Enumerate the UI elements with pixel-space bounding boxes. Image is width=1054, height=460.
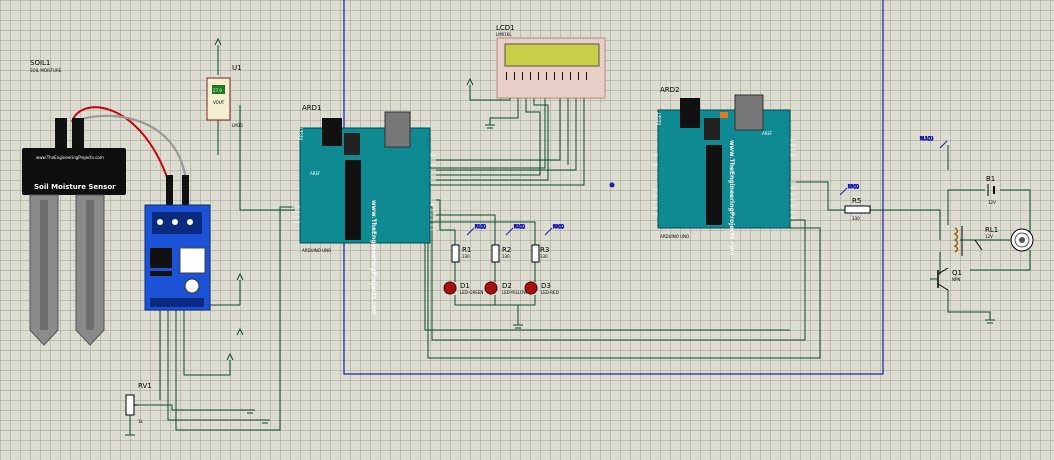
svg-text:12V: 12V [985, 234, 993, 239]
transistor-q1[interactable]: Q1 NPN [930, 267, 962, 291]
svg-text:D1: D1 [460, 282, 470, 290]
rv1-ref: RV1 [138, 382, 152, 390]
svg-text:R1(1): R1(1) [475, 224, 486, 229]
svg-text:Q1: Q1 [952, 269, 962, 277]
svg-text:B1: B1 [986, 175, 995, 183]
soil-url: www.TheEngineeringProjects.com [36, 155, 104, 160]
temperature-sensor-u1[interactable]: U1 27.0 VOUT LM35 [206, 64, 243, 128]
motor[interactable] [1010, 228, 1034, 252]
svg-text:R2: R2 [502, 246, 511, 254]
svg-text:12V: 12V [988, 200, 996, 205]
led-d3[interactable]: D3 LED-RED [524, 281, 559, 295]
svg-text:D3: D3 [541, 282, 551, 290]
soil-moisture-sensor[interactable]: SOIL1 SOIL MOISTURE www.TheEngineeringPr… [22, 59, 126, 346]
svg-text:VOUT: VOUT [213, 100, 225, 105]
ground-symbols [125, 37, 995, 436]
svg-text:www.TheEngineeringProjects.com: www.TheEngineeringProjects.com [728, 140, 735, 255]
svg-text:R5(1): R5(1) [848, 184, 859, 189]
led-d1[interactable]: D1 LED-GREEN [443, 281, 483, 295]
resistor-r1[interactable]: R1 330 [451, 244, 471, 263]
ard1-model: ARDUINO UNO [302, 248, 331, 253]
ard1-ref: ARD1 [302, 104, 322, 112]
u1-screen [212, 85, 225, 94]
lcd-display[interactable]: LCD1 LM016L [496, 24, 606, 99]
battery-b1[interactable]: B1 12V [986, 175, 996, 205]
svg-text:D2: D2 [502, 282, 512, 290]
ard2-ref: ARD2 [660, 86, 680, 94]
lcd-part: LM016L [496, 32, 512, 37]
soil-ref: SOIL1 [30, 59, 50, 67]
moisture-module[interactable] [144, 175, 211, 311]
svg-text:AREF: AREF [310, 171, 321, 176]
svg-text:330: 330 [462, 254, 470, 259]
lcd-ref: LCD1 [496, 24, 515, 32]
led-d2[interactable]: D2 LED-YELLOW [484, 281, 527, 295]
rv1-pct: 1k [138, 419, 144, 424]
svg-text:RL1: RL1 [985, 226, 998, 234]
u1-part: LM35 [232, 123, 243, 128]
svg-text:R1: R1 [462, 246, 471, 254]
relay-rl1[interactable]: RL1 12V [953, 226, 998, 256]
svg-text:R5: R5 [852, 197, 861, 205]
potentiometer-rv1[interactable]: RV1 1k [125, 382, 152, 435]
svg-text:R2(1): R2(1) [514, 224, 525, 229]
svg-text:27.0: 27.0 [213, 88, 222, 93]
svg-text:330: 330 [502, 254, 510, 259]
wires [71, 45, 1031, 431]
svg-text:LED-YELLOW: LED-YELLOW [502, 290, 527, 295]
soil-sub: SOIL MOISTURE [30, 68, 62, 73]
svg-text:LED-GREEN: LED-GREEN [460, 290, 483, 295]
resistor-r5[interactable]: R5 330 [844, 197, 871, 221]
svg-text:330: 330 [540, 254, 548, 259]
svg-text:RL1(1): RL1(1) [920, 136, 934, 141]
resistor-r2[interactable]: R2 330 [491, 244, 511, 263]
svg-text:www.TheEngineeringProjects.com: www.TheEngineeringProjects.com [370, 200, 377, 315]
svg-text:RESET: RESET [657, 112, 662, 125]
svg-text:R3: R3 [540, 246, 549, 254]
voltage-probes: R1(1) R2(1) R3(1) R5(1) RL1(1) [466, 136, 948, 236]
svg-text:AREF: AREF [762, 131, 773, 136]
soil-title: Soil Moisture Sensor [34, 183, 116, 191]
svg-text:LED-RED: LED-RED [541, 290, 559, 295]
svg-text:R3(1): R3(1) [553, 224, 564, 229]
resistor-r3[interactable]: R3 330 [531, 244, 549, 263]
svg-text:330: 330 [852, 216, 860, 221]
svg-text:NPN: NPN [952, 277, 960, 282]
arduino-board-1[interactable]: ARD1 RESET AREF www.TheEngineeringProjec… [292, 104, 436, 315]
ard2-model: ARDUINO UNO [660, 234, 689, 239]
ard2-board [657, 109, 791, 229]
u1-ref: U1 [232, 64, 242, 72]
arduino-board-2[interactable]: ARD2 RESET AREF www.TheEngineeringProjec… [652, 86, 796, 255]
svg-text:RESET: RESET [299, 127, 304, 140]
lcd-glass [504, 43, 600, 67]
soil-sensor-board [22, 148, 126, 195]
